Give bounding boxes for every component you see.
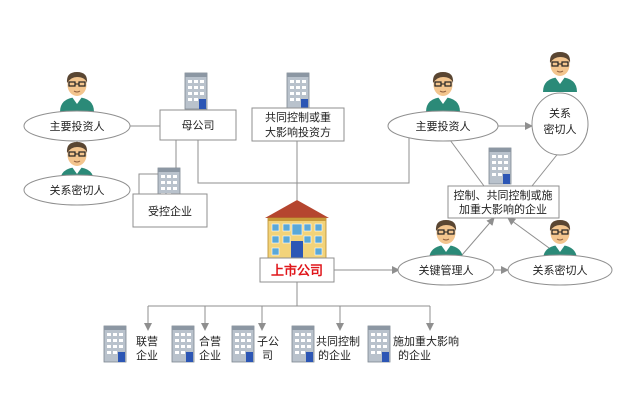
main-investor-right-label: 主要投资人: [416, 119, 471, 133]
close-person-left-label: 关系密切人: [50, 183, 105, 197]
subsidiary-line2: 司: [262, 349, 273, 362]
subsidiary-company: 子公 司: [231, 325, 279, 363]
controlled-company: 受控企业: [132, 167, 208, 228]
joint-venture-company: 联营 企业: [103, 325, 158, 363]
main-investor-right: 主要投资人: [387, 71, 499, 142]
person-icon: [425, 71, 461, 113]
close-person-right-top-line2: 密切人: [544, 122, 577, 136]
listed-company: 上市公司: [259, 200, 335, 283]
listed-company-label: 上市公司: [271, 263, 323, 279]
influenced-company: 施加重大影响 的企业: [367, 325, 459, 363]
office-building-icon: [291, 325, 315, 363]
close-person-right-top: 关系 密切人: [531, 51, 589, 156]
listed-company-building-icon: [265, 200, 329, 259]
joint-control-investor-line1: 共同控制或重: [265, 110, 331, 124]
close-person-left: 关系密切人: [23, 141, 131, 206]
cooperative-line1: 合营: [199, 334, 221, 348]
office-building-icon: [488, 147, 512, 185]
office-building-icon: [286, 72, 310, 110]
connectors: [76, 122, 561, 331]
influenced-line1: 施加重大影响: [393, 334, 459, 348]
mother-company: 母公司: [159, 72, 237, 141]
mother-company-label: 母公司: [182, 119, 215, 132]
controlled-company-label: 受控企业: [148, 204, 192, 218]
joint-control-investor: 共同控制或重 大影响投资方: [251, 72, 345, 142]
person-icon: [542, 219, 578, 261]
connector-top-bus: [197, 137, 410, 184]
jointly-controlled-company: 共同控制 的企业: [291, 325, 360, 363]
person-icon: [542, 51, 578, 93]
subsidiary-line1: 子公: [257, 335, 279, 348]
person-icon: [59, 71, 95, 113]
main-investor-left-label: 主要投资人: [50, 119, 105, 133]
influenced-line2: 的企业: [398, 348, 431, 362]
office-building-icon: [171, 325, 195, 363]
cooperative-company: 合营 企业: [171, 325, 221, 363]
key-manager: 关键管理人: [397, 219, 495, 286]
joint-venture-line2: 企业: [136, 348, 158, 362]
office-building-icon: [231, 325, 255, 363]
joint-control-investor-line2: 大影响投资方: [265, 125, 331, 139]
jointly-controlled-line1: 共同控制: [316, 334, 360, 348]
connector-investor-entity: [449, 139, 485, 187]
main-investor-left: 主要投资人: [23, 71, 131, 142]
key-manager-label: 关键管理人: [419, 263, 474, 277]
close-person-right-bottom-label: 关系密切人: [533, 263, 588, 277]
controlled-influence-line2: 加重大影响的企业: [459, 202, 547, 216]
jointly-controlled-line2: 的企业: [318, 348, 351, 362]
controlled-influence-company: 控制、共同控制或施 加重大影响的企业: [447, 147, 560, 219]
office-building-icon: [103, 325, 127, 363]
arrow-manager-entity: [461, 217, 495, 256]
office-building-icon: [367, 325, 391, 363]
person-icon: [428, 219, 464, 261]
connector-close-entity: [531, 150, 561, 187]
close-person-right-bottom: 关系密切人: [507, 219, 613, 286]
office-building-icon: [184, 72, 208, 110]
close-person-right-top-line1: 关系: [549, 106, 571, 120]
joint-venture-line1: 联营: [136, 334, 158, 348]
cooperative-line2: 企业: [199, 348, 221, 362]
connector-mother-controlled: [138, 139, 177, 194]
controlled-influence-line1: 控制、共同控制或施: [454, 188, 553, 202]
